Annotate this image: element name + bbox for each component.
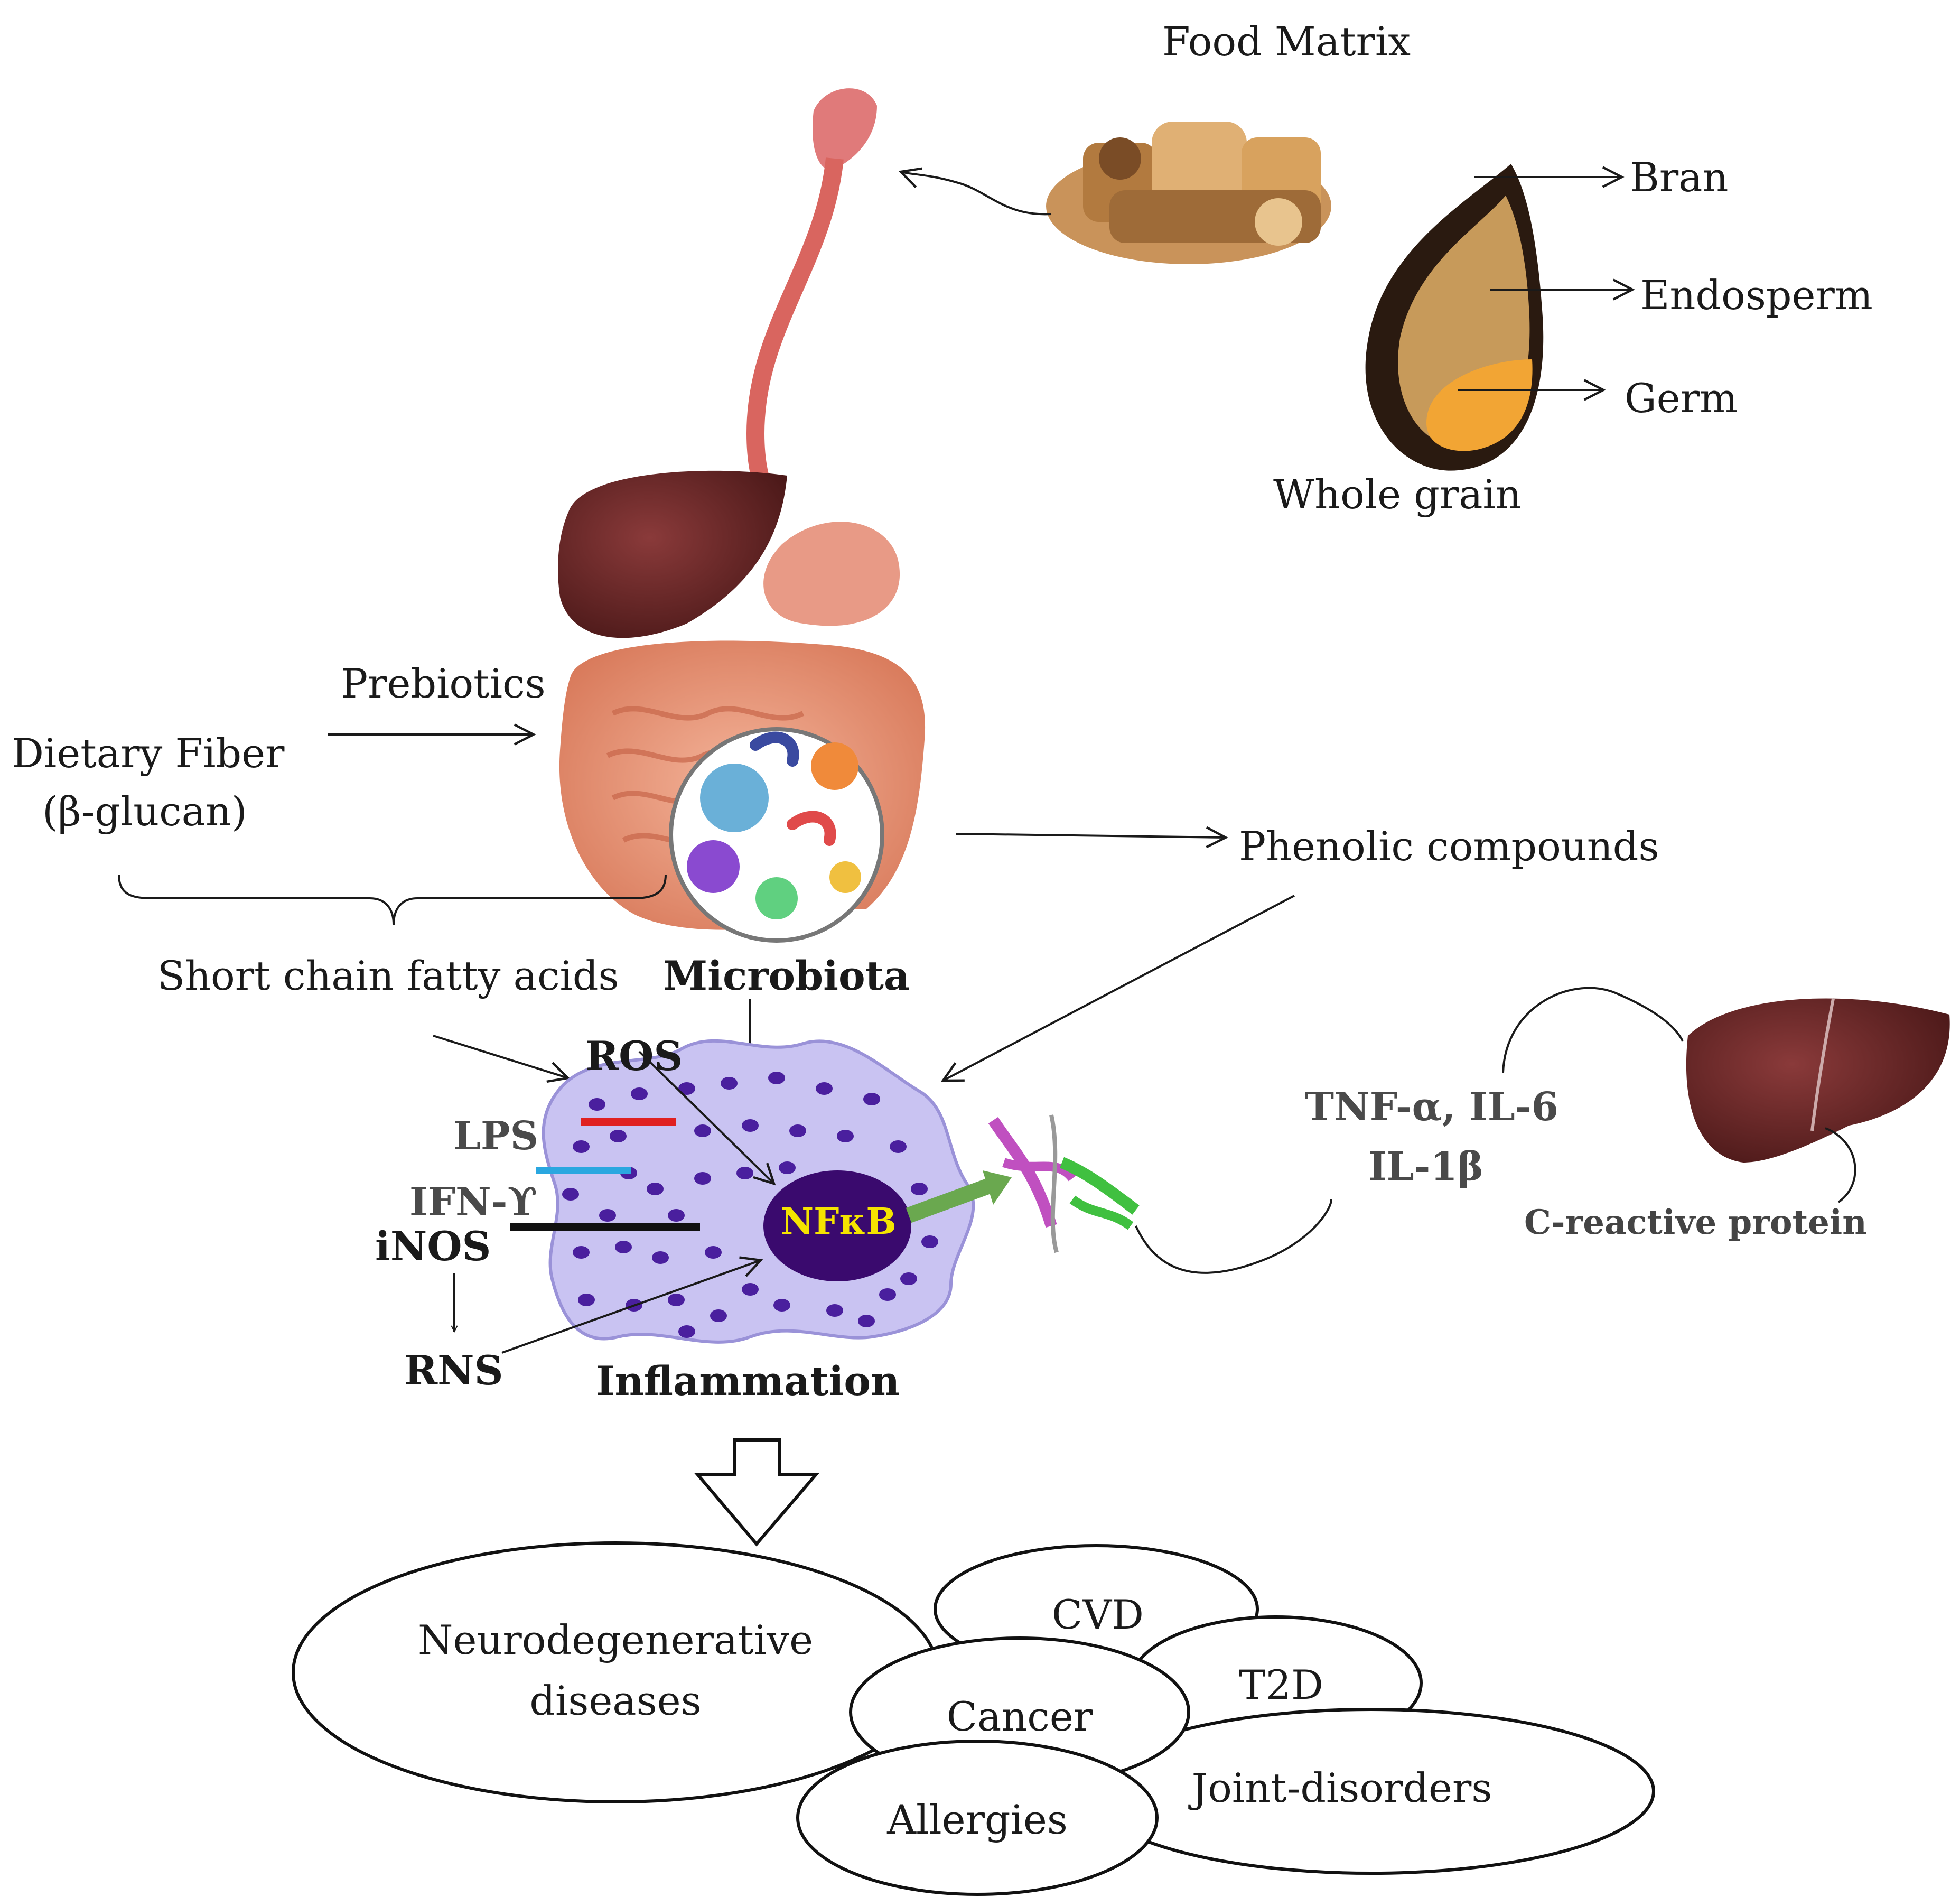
granule: [826, 1304, 843, 1317]
phenolic-to-cell-arrow: [943, 895, 1295, 1081]
granule: [615, 1241, 632, 1253]
whole-grain-illustration: [1365, 164, 1544, 471]
granule: [578, 1294, 595, 1306]
neuro-label-line1: Neurodegenerative: [418, 1616, 813, 1663]
granule: [668, 1209, 685, 1222]
granule: [921, 1235, 938, 1248]
green-signal-arrow: [906, 1170, 1012, 1223]
granule: [858, 1315, 875, 1327]
disease-ellipses: [292, 1541, 1655, 1896]
nfkb-label: NFκB: [781, 1201, 897, 1243]
granule: [789, 1124, 806, 1137]
microbiota-label: Microbiota: [663, 952, 910, 999]
granule: [911, 1183, 928, 1195]
phenolic-arrow: [956, 834, 1226, 838]
scfa-label: Short chain fatty acids: [157, 952, 619, 999]
granule: [678, 1082, 695, 1095]
inflammatory-cell: [542, 1039, 975, 1344]
bran-label: Bran: [1630, 154, 1728, 201]
granule: [694, 1124, 711, 1137]
granule: [652, 1251, 669, 1264]
ros-arrow: [638, 1050, 774, 1184]
granule: [773, 1299, 790, 1312]
phenolic-label: Phenolic compounds: [1239, 823, 1659, 870]
granule: [768, 1072, 785, 1084]
granule: [890, 1140, 907, 1153]
granule: [742, 1119, 759, 1132]
ifn-label: IFN-ϒ: [409, 1179, 537, 1225]
digestive-system-illustration: [558, 88, 926, 943]
allergies-ellipse: [796, 1740, 1159, 1896]
neuro-label-line2: diseases: [529, 1677, 701, 1724]
dietary-fiber-label-line2: (β-glucan): [42, 788, 247, 835]
granule: [900, 1272, 917, 1285]
inos-label: iNOS: [375, 1223, 491, 1270]
whole-grain-label: Whole grain: [1273, 471, 1522, 518]
liver-to-crp-curve: [1825, 1127, 1856, 1203]
complex-to-cytokines-curve: [1135, 1199, 1332, 1274]
granule: [736, 1167, 753, 1179]
cytokines-to-liver-curve: [1502, 987, 1684, 1073]
granule: [562, 1188, 579, 1201]
granule: [573, 1140, 590, 1153]
cytokines-label-line2: IL-1β: [1368, 1144, 1483, 1189]
granule: [599, 1209, 616, 1222]
t2d-label: T2D: [1239, 1661, 1323, 1708]
granule: [610, 1130, 627, 1142]
cvd-label: CVD: [1052, 1591, 1144, 1638]
cytokines-label-line1: TNF-α, IL-6: [1305, 1084, 1558, 1130]
joint-label: Joint-disorders: [1188, 1764, 1492, 1811]
food-to-mouth-arrow: [901, 172, 1052, 216]
prebiotics-label: Prebiotics: [341, 660, 546, 707]
protein-dna-complex: [988, 1114, 1140, 1253]
granule: [779, 1161, 796, 1174]
granule: [668, 1294, 685, 1306]
endosperm-label: Endosperm: [1640, 272, 1873, 319]
granule: [863, 1093, 880, 1105]
granule: [742, 1283, 759, 1296]
neuro-ellipse: [292, 1541, 939, 1803]
rns-arrow: [501, 1260, 761, 1354]
ros-label: ROS: [585, 1033, 683, 1080]
allergies-label: Allergies: [886, 1796, 1068, 1843]
food-matrix-label: Food Matrix: [1162, 18, 1411, 65]
germ-label: Germ: [1625, 375, 1738, 422]
scfa-arrow: [433, 1035, 568, 1078]
granule: [837, 1130, 854, 1142]
granule: [589, 1098, 605, 1111]
granule: [879, 1288, 896, 1301]
scfa-brace: [118, 874, 667, 925]
granule: [631, 1087, 648, 1100]
granule: [573, 1246, 590, 1259]
cancer-label: Cancer: [947, 1693, 1093, 1740]
granule: [647, 1183, 664, 1195]
granule: [678, 1325, 695, 1338]
granule: [710, 1309, 727, 1322]
rns-label: RNS: [404, 1347, 503, 1394]
bread-pile-illustration: [1046, 122, 1331, 264]
inflammation-label: Inflammation: [596, 1357, 900, 1405]
outcome-arrow: [694, 1438, 820, 1547]
dietary-fiber-label-line1: Dietary Fiber: [12, 730, 285, 777]
lps-label: LPS: [453, 1113, 538, 1159]
granule: [705, 1246, 722, 1259]
liver-illustration: [1686, 998, 1950, 1163]
granule: [721, 1077, 738, 1090]
granule: [816, 1082, 833, 1095]
granule: [694, 1172, 711, 1185]
crp-label: C-reactive protein: [1524, 1203, 1867, 1242]
